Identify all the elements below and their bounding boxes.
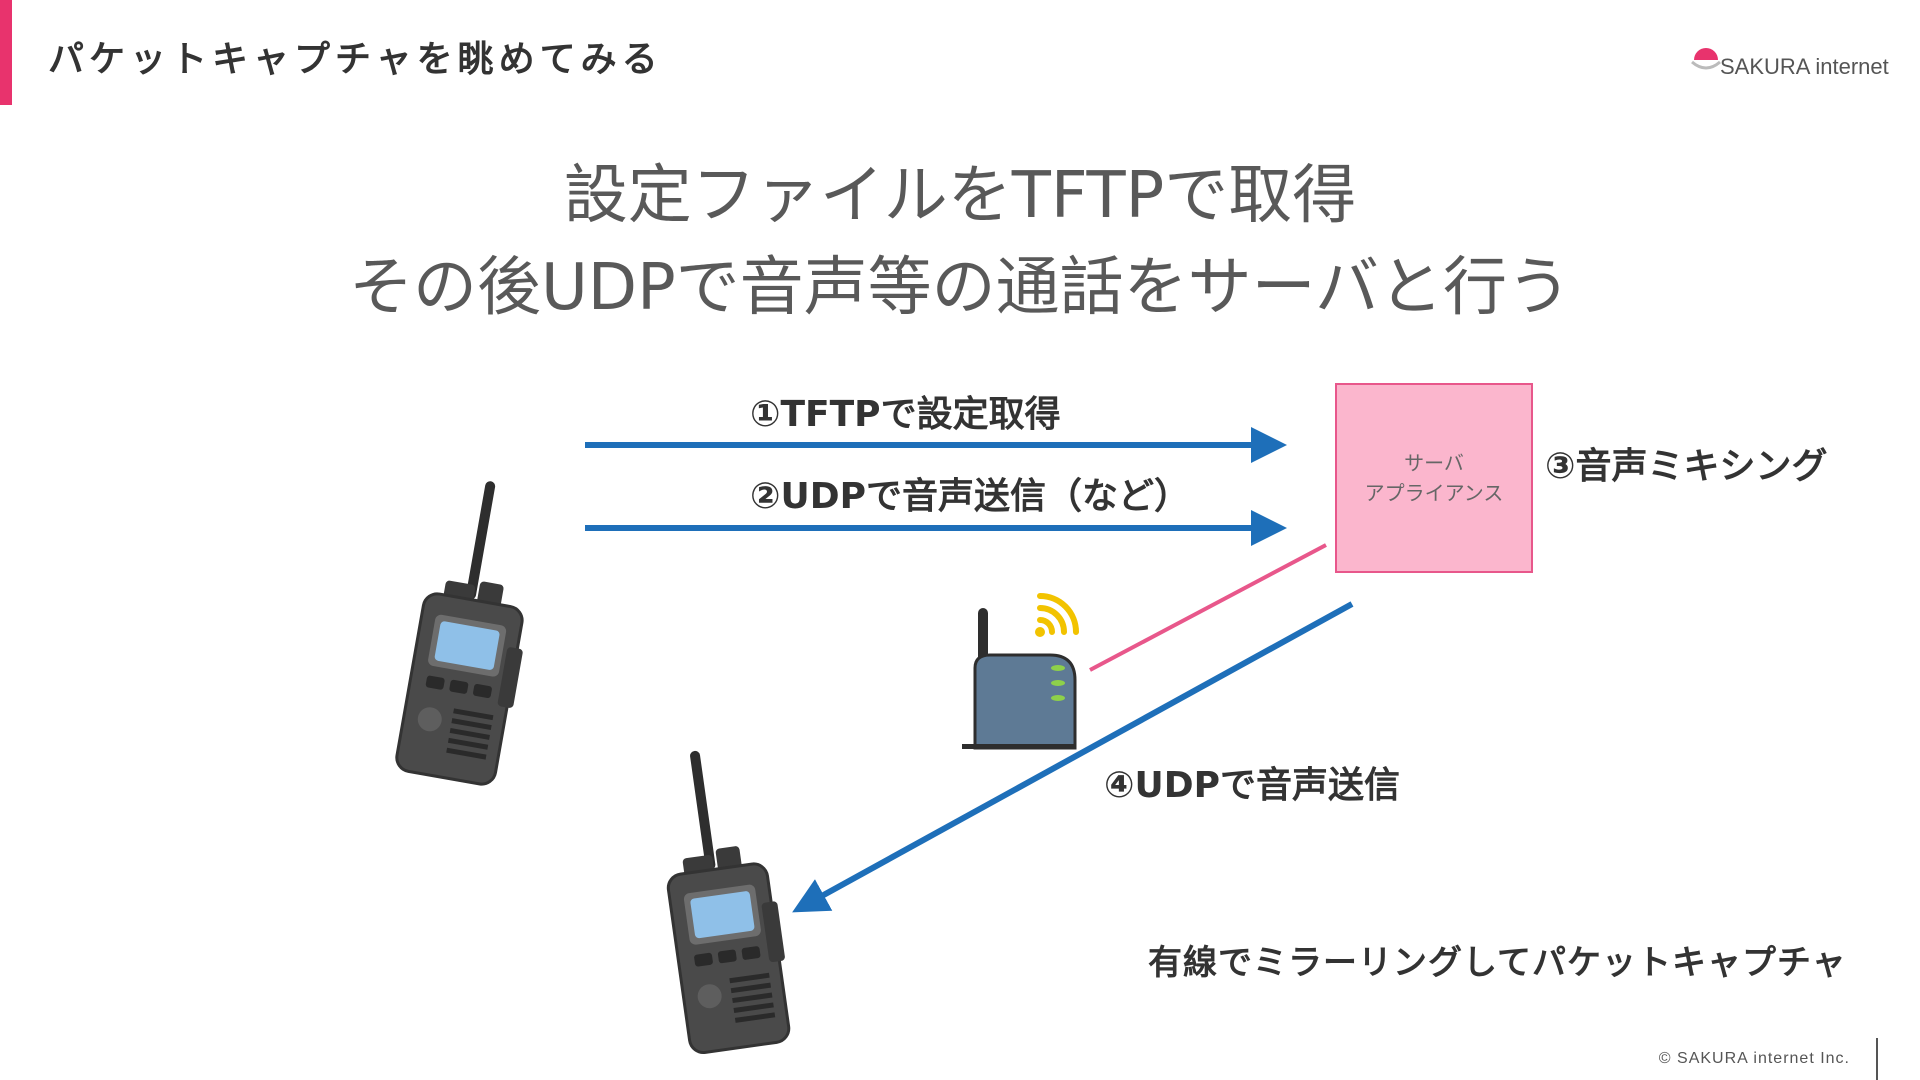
server-label-line-2: アプライアンス bbox=[1365, 478, 1504, 508]
server-appliance-box: サーバ アプライアンス bbox=[1335, 383, 1533, 573]
mirroring-note: 有線でミラーリングしてパケットキャプチャ bbox=[1148, 935, 1847, 984]
transceiver-radio-icon bbox=[395, 473, 551, 787]
step-3-label: ③音声ミキシング bbox=[1545, 437, 1827, 489]
wifi-router-icon bbox=[962, 596, 1076, 749]
step-4-label: ④UDPで音声送信 bbox=[1104, 756, 1400, 808]
mirror-line bbox=[1090, 545, 1326, 670]
step-2-label: ②UDPで音声送信（など） bbox=[750, 467, 1190, 519]
copyright: © SAKURA internet Inc. bbox=[1659, 1050, 1850, 1068]
transceiver-radio-icon bbox=[650, 742, 797, 1054]
server-label-line-1: サーバ bbox=[1404, 448, 1464, 478]
step-1-label: ①TFTPで設定取得 bbox=[750, 385, 1061, 437]
copyright-divider bbox=[1876, 1038, 1878, 1080]
